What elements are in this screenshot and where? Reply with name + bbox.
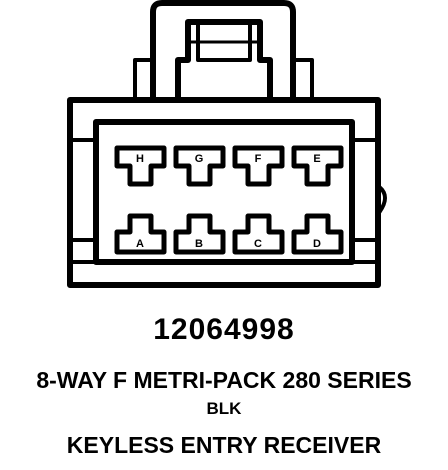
pin-label-d: D [313, 238, 321, 250]
connector-description: 8-WAY F METRI-PACK 280 SERIES [36, 367, 412, 393]
cavity-e [291, 145, 344, 187]
part-number: 12064998 [153, 313, 295, 346]
pin-label-b: B [195, 238, 203, 250]
cavity-f [232, 145, 285, 187]
cavity-h [114, 145, 167, 187]
cavity-b [173, 213, 226, 255]
pin-label-a: A [136, 238, 144, 250]
pin-label-c: C [254, 238, 262, 250]
pin-label-e: E [313, 153, 320, 165]
pin-label-f: F [255, 153, 262, 165]
latch [133, 0, 314, 103]
pin-label-h: H [136, 153, 144, 165]
cavity-d [291, 213, 344, 255]
cavity-a [114, 213, 167, 255]
component-name: KEYLESS ENTRY RECEIVER [66, 432, 382, 458]
connector-body [67, 97, 387, 288]
color-code: BLK [206, 399, 242, 418]
cavity-c [232, 213, 285, 255]
pin-label-g: G [195, 153, 204, 165]
cavity-g [173, 145, 226, 187]
